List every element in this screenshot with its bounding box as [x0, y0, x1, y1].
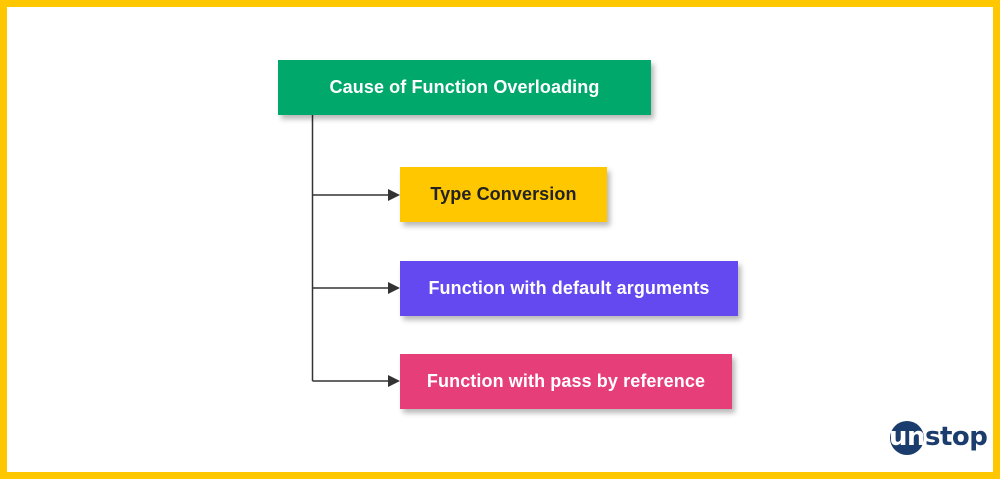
root-node-label: Cause of Function Overloading	[329, 77, 600, 97]
root-node: Cause of Function Overloading	[278, 60, 651, 115]
child-node-label: Type Conversion	[430, 184, 577, 204]
logo-text-rest: stop	[925, 421, 988, 452]
child-node-default-arguments: Function with default arguments	[400, 261, 738, 316]
unstop-logo: un stop	[888, 420, 988, 456]
arrow-head-3	[388, 375, 400, 387]
child-node-type-conversion: Type Conversion	[400, 167, 607, 222]
logo-text-first: un	[888, 421, 926, 452]
connector-lines	[311, 115, 400, 387]
arrow-head-1	[388, 189, 400, 201]
arrow-head-2	[388, 282, 400, 294]
logo-mark: un	[888, 421, 926, 455]
child-node-pass-by-reference: Function with pass by reference	[400, 354, 732, 409]
child-node-label: Function with default arguments	[428, 278, 710, 298]
child-node-label: Function with pass by reference	[426, 371, 706, 391]
